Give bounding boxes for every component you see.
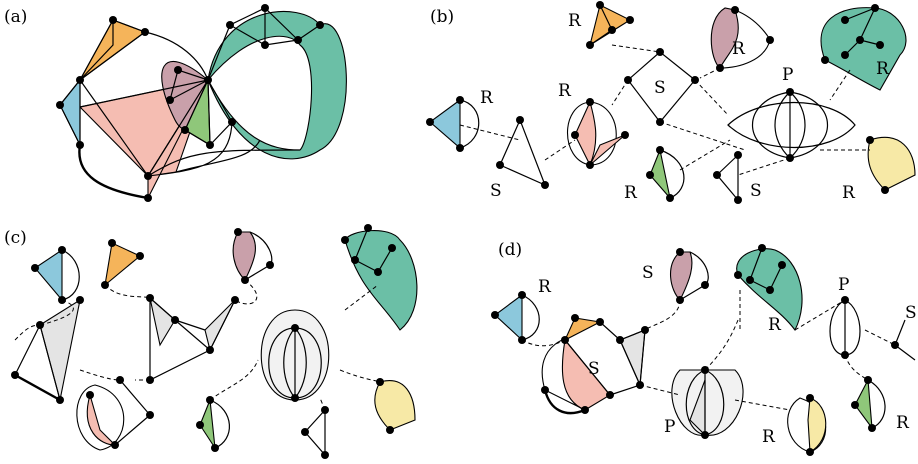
c-teal-edges: [354, 227, 393, 273]
d-label-r2: R: [768, 315, 782, 335]
b-label-r5: R: [558, 81, 572, 101]
b-label-r1: R: [568, 11, 582, 31]
d-label-s1: S: [642, 263, 654, 283]
panel-a: (a): [4, 4, 347, 202]
panel-a-vertices: [56, 4, 324, 202]
edge-a4: [147, 121, 301, 177]
c-grey-face-3: [204, 299, 236, 352]
b-blue-face: [429, 98, 461, 150]
b-label-p: P: [782, 65, 793, 85]
d-green-arc: [867, 379, 886, 429]
d-tree-edges: [521, 290, 896, 411]
b-label-r4: R: [480, 88, 494, 108]
d-label-s2: S: [588, 359, 600, 379]
panel-c: (c): [4, 224, 418, 459]
b-teal-face: [820, 7, 907, 91]
panel-d-vertices: [491, 244, 899, 456]
c-teal-face: [344, 229, 418, 331]
d-mauve-face: [670, 251, 693, 301]
panel-b-label: (b): [430, 7, 454, 27]
b-p-arcs: [752, 91, 828, 159]
c-yellow-face: [374, 380, 416, 431]
c-green-face: [199, 399, 216, 449]
d-teal-edges: [749, 247, 783, 291]
thick-edge-a: [78, 144, 149, 200]
panel-a-label: (a): [4, 7, 27, 27]
d-p-halo: [671, 369, 744, 436]
c-p-arcs: [268, 327, 322, 399]
d-s-right: [894, 319, 916, 361]
panel-c-vertices: [11, 224, 396, 459]
c-small-triangle: [304, 408, 326, 457]
b-green-arc: [659, 149, 685, 199]
d-green-face: [854, 378, 873, 430]
b-tree-edges: [459, 44, 870, 176]
edge-a1: [144, 31, 209, 81]
d-label-r3: R: [762, 427, 776, 447]
edge-a2: [79, 79, 210, 178]
b-blue-arc: [459, 99, 480, 149]
b-label-r2: R: [732, 39, 746, 59]
b-small-s: [716, 153, 739, 202]
blue-face: [59, 78, 81, 146]
b-yellow-face: [867, 136, 916, 191]
orange-edges: [79, 19, 147, 81]
b-label-r3: R: [876, 59, 890, 79]
panel-d-label: (d): [498, 240, 522, 260]
c-orange-face: [104, 242, 142, 287]
c-green-arc: [209, 399, 230, 449]
b-label-s2: S: [490, 181, 502, 201]
d-p-arcs: [685, 369, 725, 436]
d-orange-face: [563, 317, 602, 342]
panel-d: (d) R S S R P S P R: [491, 240, 917, 456]
c-blue-face: [34, 248, 63, 302]
panel-b-vertices: [426, 1, 889, 204]
b-label-s3: S: [750, 181, 762, 201]
b-s-triangle: [499, 118, 547, 187]
b-p-lens: [727, 102, 856, 148]
d-blue-arc: [521, 294, 540, 341]
b-pink-face-2: [589, 134, 626, 166]
b-green-face: [649, 148, 671, 200]
b-label-s1: S: [654, 78, 666, 98]
d-thick-edge: [543, 389, 586, 415]
d-label-p1: P: [838, 275, 849, 295]
b-mauve-inner: [719, 9, 771, 69]
d-label-p2: P: [664, 417, 675, 437]
d-blue-face: [494, 293, 523, 342]
b-label-r7: R: [842, 183, 856, 203]
c-grey-face-1: [39, 298, 81, 401]
b-label-r6: R: [624, 183, 638, 203]
panel-b: (b) R R R R P S R S R: [426, 1, 916, 204]
d-yellow-face: [807, 397, 827, 453]
c-blue-arc: [61, 249, 80, 301]
c-mauve-face: [232, 231, 256, 281]
c-tree-edges: [14, 279, 381, 411]
d-label-s3: S: [905, 303, 917, 323]
d-label-r4: R: [896, 413, 910, 433]
panel-c-label: (c): [4, 228, 27, 248]
d-label-r1: R: [538, 277, 552, 297]
d-p-node: [829, 299, 861, 356]
c-grey-face-2: [149, 296, 176, 347]
c-thick-edge: [14, 373, 61, 402]
